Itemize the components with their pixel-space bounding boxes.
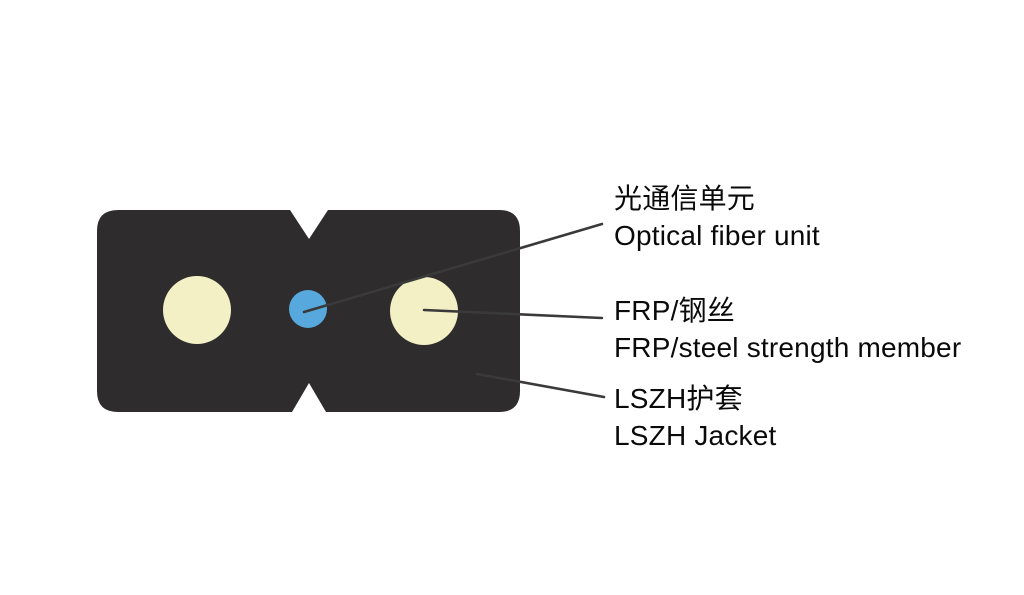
label-strength-member-en: FRP/steel strength member — [614, 332, 962, 363]
label-optical-fiber-unit: 光通信单元 Optical fiber unit — [614, 180, 820, 254]
label-strength-member-zh: FRP/钢丝 — [614, 295, 735, 326]
leader-line-optical-fiber-unit — [302, 222, 604, 314]
leader-line-jacket — [475, 372, 606, 399]
optical-fiber-unit-shape — [289, 290, 327, 328]
label-jacket-en: LSZH Jacket — [614, 420, 777, 451]
label-jacket: LSZH护套 LSZH Jacket — [614, 380, 776, 454]
strength-member-left-shape — [163, 276, 231, 344]
label-jacket-zh: LSZH护套 — [614, 383, 743, 414]
label-optical-fiber-unit-zh: 光通信单元 — [614, 183, 756, 214]
leader-line-strength-member — [422, 308, 604, 320]
label-strength-member: FRP/钢丝 FRP/steel strength member — [614, 292, 961, 366]
label-optical-fiber-unit-en: Optical fiber unit — [614, 220, 820, 251]
